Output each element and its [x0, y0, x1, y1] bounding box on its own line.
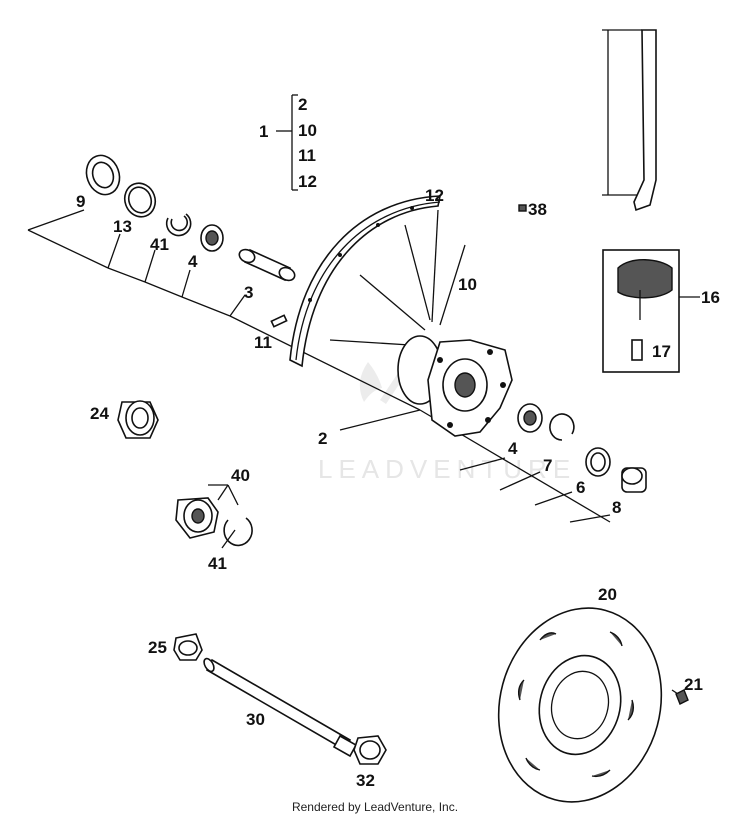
leader-lines-upper	[27, 209, 421, 431]
label-8: 8	[612, 498, 621, 517]
part-13-ring	[123, 182, 157, 218]
label-17: 17	[652, 342, 671, 361]
part-labels: 1 2 10 11 12 9 13 41 4 3 12 38 10 11 16 …	[76, 95, 720, 790]
label-9: 9	[76, 192, 85, 211]
part-41-circlip-upper	[165, 213, 192, 237]
part-30-axle	[203, 657, 358, 758]
part-20-brake-disc	[497, 607, 663, 803]
label-2: 2	[318, 429, 327, 448]
label-20: 20	[598, 585, 617, 604]
label-24: 24	[90, 404, 109, 423]
dimension-tool	[602, 29, 657, 212]
label-40: 40	[231, 466, 250, 485]
label-4-lower: 4	[508, 439, 518, 458]
part-2-hub	[397, 335, 513, 437]
label-11-group: 11	[298, 146, 316, 165]
part-25-nut	[173, 633, 203, 661]
label-25: 25	[148, 638, 167, 657]
label-3: 3	[244, 283, 253, 302]
label-10-group: 10	[298, 121, 317, 140]
label-16: 16	[701, 288, 720, 307]
part-16-inset	[602, 249, 700, 373]
label-4-upper: 4	[188, 252, 198, 271]
part-21-bolt	[671, 689, 689, 705]
label-32: 32	[356, 771, 375, 790]
label-10: 10	[458, 275, 477, 294]
label-12: 12	[425, 186, 444, 205]
part-32-nut	[353, 735, 387, 765]
assembly-1-bracket	[276, 94, 298, 191]
footer-credit: Rendered by LeadVenture, Inc.	[291, 800, 459, 814]
part-4-bearing-upper	[200, 224, 224, 252]
label-38: 38	[528, 200, 547, 219]
part-10-spokes	[329, 209, 466, 346]
part-6-seal	[585, 447, 611, 477]
label-21: 21	[684, 675, 703, 694]
label-30: 30	[246, 710, 265, 729]
part-24-spacer	[117, 400, 159, 439]
watermark: LEADVENTURE	[318, 362, 576, 484]
part-40-speedo-drive	[175, 484, 239, 539]
part-4-bearing-lower	[517, 403, 543, 433]
watermark-text: LEADVENTURE	[318, 454, 576, 484]
part-11-nipple	[270, 314, 288, 328]
part-3-spacer	[238, 248, 296, 282]
label-7: 7	[543, 456, 552, 475]
part-7-circlip	[549, 413, 575, 441]
label-2-group: 2	[298, 95, 307, 114]
label-11: 11	[254, 333, 272, 352]
label-1: 1	[259, 122, 268, 141]
part-41-circlip-lower	[221, 517, 253, 549]
part-38-small-part	[518, 204, 527, 212]
label-41-lower: 41	[208, 554, 227, 573]
label-13: 13	[113, 217, 132, 236]
part-9-seal	[85, 154, 121, 196]
label-6: 6	[576, 478, 585, 497]
part-12-rim	[289, 195, 441, 368]
label-41-upper: 41	[150, 235, 169, 254]
label-12-group: 12	[298, 172, 317, 191]
part-8-spacer	[621, 467, 647, 493]
